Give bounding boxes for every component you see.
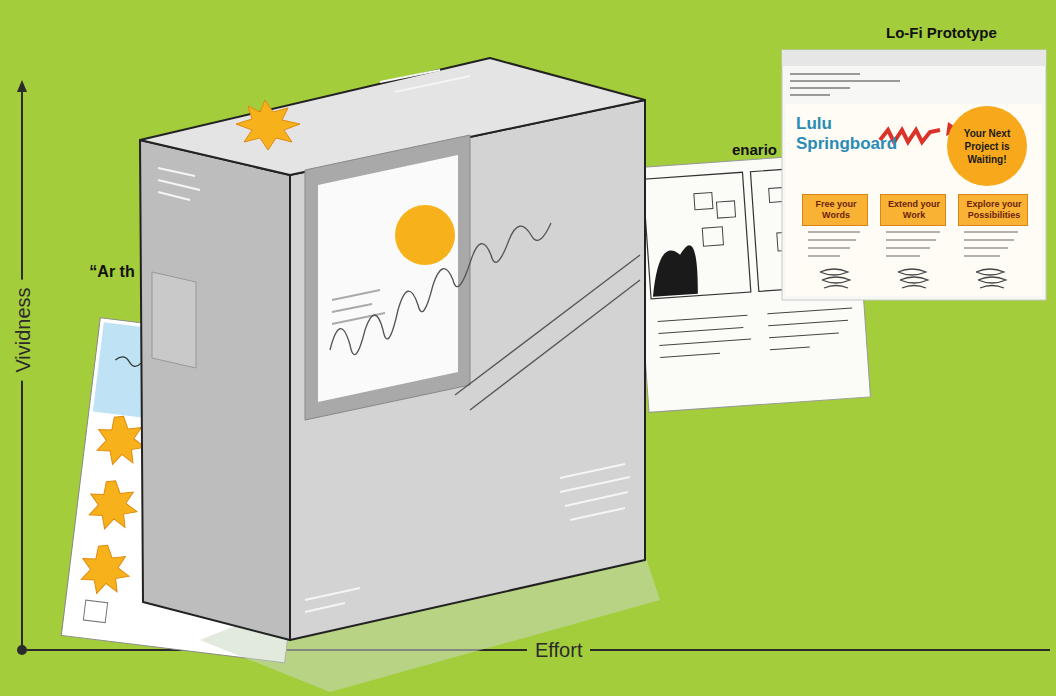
axis-arrowhead <box>17 80 27 92</box>
artifact-card <box>61 318 323 663</box>
feature-title: Extend your Work <box>883 199 945 221</box>
front-panel <box>305 135 470 420</box>
scenario-sheet: enario <box>640 140 862 405</box>
storyboard-frame <box>643 172 751 299</box>
axis-label: Effort <box>527 638 590 662</box>
box-lines <box>158 70 630 612</box>
feature-title: Free your Words <box>805 199 867 221</box>
card-sky <box>93 322 319 438</box>
feature-title: Explore your Possibilities <box>961 199 1027 221</box>
handwritten-notes <box>808 232 1018 256</box>
vertical-axis <box>21 90 23 650</box>
callout-text: Your Next Project is Waiting! <box>955 127 1019 166</box>
brand-name: Lulu Springboard <box>796 114 896 154</box>
artifact-card: “Ar th <box>76 258 310 648</box>
item-heading: enario <box>732 141 812 159</box>
feature-box: Free your Words <box>802 194 868 226</box>
spirals <box>820 269 1006 288</box>
email-banner <box>786 104 1042 296</box>
email-window <box>782 50 1046 300</box>
starbursts <box>79 414 148 598</box>
orange-circle <box>395 205 455 265</box>
handwriting <box>115 356 142 367</box>
item-heading: “Ar th <box>86 262 138 282</box>
starburst <box>79 543 133 597</box>
email-card <box>782 50 1046 300</box>
prototype-card: Lo-Fi PrototypeLulu SpringboardYour Next… <box>782 50 1046 300</box>
small-square <box>83 600 107 623</box>
callout-circle: Your Next Project is Waiting! <box>947 106 1027 186</box>
email-toolbar <box>782 50 1046 66</box>
signature-scribble <box>330 223 551 355</box>
diagonal-line <box>470 280 640 410</box>
box-side <box>140 140 290 640</box>
box-front <box>290 100 645 640</box>
starburst <box>87 478 141 532</box>
axis-origin <box>17 645 27 655</box>
feature-box: Extend your Work <box>880 194 946 226</box>
box-cover-art <box>318 155 458 402</box>
side-window <box>152 272 196 368</box>
item-heading: Lo-Fi Prototype <box>886 24 1046 42</box>
starburst <box>95 414 149 468</box>
figure-silhouette <box>650 245 699 297</box>
card-sheet <box>61 318 323 663</box>
box-top <box>140 58 645 175</box>
starburst <box>236 100 300 150</box>
email-header-lines <box>790 74 900 95</box>
diagonal-line <box>455 255 640 395</box>
feature-box: Explore your Possibilities <box>958 194 1028 226</box>
box-shadow <box>200 540 660 692</box>
cover-lines <box>332 290 385 324</box>
axis-label: Vividness <box>11 279 35 380</box>
